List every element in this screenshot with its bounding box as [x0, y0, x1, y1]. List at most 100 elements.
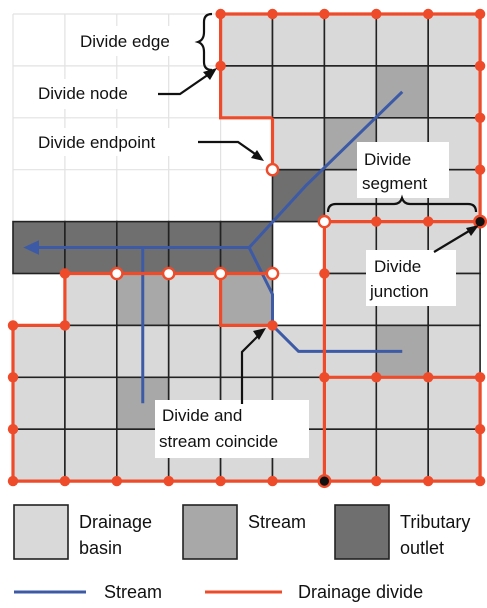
grid-cell — [12, 324, 66, 379]
coincide-arrow — [240, 331, 263, 404]
grid-cell — [64, 272, 118, 327]
divide-node — [371, 8, 382, 20]
legend: Drainage basin Stream Tributary outlet S… — [13, 504, 470, 602]
grid-cell — [271, 65, 326, 119]
divide-node — [371, 475, 382, 487]
grid-cell — [271, 117, 326, 171]
divide-node — [7, 475, 19, 487]
divide-node — [371, 216, 382, 227]
stream-arrowhead — [23, 240, 39, 255]
legend-basin-label-1: Drainage — [79, 512, 152, 532]
divide-node — [423, 372, 434, 383]
divide-junction — [317, 474, 332, 489]
legend-outlet-swatch — [334, 504, 390, 560]
grid-cell — [427, 65, 481, 119]
annotations: Divide edge Divide node Divide endpoint … — [34, 12, 479, 458]
grid-cell — [64, 324, 118, 379]
divide-node — [423, 8, 434, 20]
divide-segment-label-2: segment — [362, 174, 427, 193]
divide-node — [7, 424, 19, 435]
legend-outlet-label-1: Tributary — [400, 512, 470, 532]
divide-endpoint — [265, 266, 280, 281]
grid-cell — [12, 376, 66, 430]
divide-node — [267, 8, 278, 20]
divide-endpoint — [110, 266, 124, 281]
grid-cell — [323, 13, 378, 67]
grid-cell — [375, 376, 429, 430]
legend-basin-swatch — [13, 504, 69, 560]
divide-segment-brace — [326, 194, 478, 213]
drainage-divide-line — [219, 273, 273, 327]
divide-node — [474, 112, 486, 124]
grid-cell — [427, 376, 481, 430]
grid-cell — [64, 376, 118, 430]
grid-cell — [167, 272, 222, 327]
divide-node — [423, 216, 434, 227]
divide-node — [215, 475, 226, 487]
grid-cell — [375, 428, 429, 482]
divide-node — [474, 60, 486, 72]
grid-cell — [219, 13, 274, 67]
divide-node — [267, 475, 278, 487]
divide-node — [7, 320, 19, 331]
drainage-divide-line — [219, 12, 482, 224]
divide-node — [474, 424, 486, 435]
stream-line — [28, 90, 404, 250]
divide-endpoint — [213, 266, 228, 281]
divide-node — [474, 8, 486, 20]
grid-cell — [64, 428, 118, 482]
divide-node — [111, 475, 123, 487]
grid-cell — [167, 324, 222, 379]
divide-endpoint — [161, 266, 176, 281]
divide-node — [59, 320, 71, 331]
grid-cell — [219, 324, 274, 379]
grid-cell — [323, 428, 378, 482]
legend-stream-line-label: Stream — [104, 582, 162, 602]
grid-cell — [427, 428, 481, 482]
divide-node — [267, 320, 278, 331]
grid-cell — [427, 324, 481, 379]
divide-node — [423, 475, 434, 487]
grid-cell — [271, 13, 326, 67]
divide-node-label: Divide node — [38, 84, 128, 103]
divide-node — [371, 372, 382, 383]
grid-cell — [375, 13, 429, 67]
divide-endpoint — [317, 214, 332, 229]
legend-stream-cell-swatch — [182, 504, 238, 560]
divide-node — [474, 475, 486, 487]
divide-junction-label-2: junction — [369, 282, 429, 301]
legend-divide-line-label: Drainage divide — [298, 582, 423, 602]
legend-stream-cell-label: Stream — [248, 512, 306, 532]
divide-node — [215, 60, 226, 72]
legend-outlet-label-2: outlet — [400, 538, 444, 558]
divide-junction — [473, 214, 487, 229]
grid-cell — [427, 13, 481, 67]
divide-endpoint — [265, 162, 280, 177]
divide-node — [59, 268, 71, 279]
divide-endpoint-arrow — [198, 140, 259, 157]
legend-basin-label-2: basin — [79, 538, 122, 558]
divide-node-arrow — [158, 71, 213, 96]
grid-cell — [219, 65, 274, 119]
divide-edge-label: Divide edge — [80, 32, 170, 51]
divide-node — [163, 475, 174, 487]
divide-node — [474, 164, 486, 175]
divide-nodes — [7, 8, 487, 489]
divide-node — [474, 372, 486, 383]
grid-cell — [323, 376, 378, 430]
divide-junction-label-1: Divide — [374, 257, 421, 276]
divide-node — [7, 372, 19, 383]
divide-edge-brace — [194, 12, 213, 72]
divide-junction-arrow — [433, 227, 475, 253]
divide-node — [319, 8, 330, 20]
divide-node — [319, 372, 330, 383]
divide-node — [215, 8, 226, 20]
coincide-label-1: Divide and — [162, 406, 242, 425]
grid-cell — [323, 65, 378, 119]
divide-segment-label-1: Divide — [364, 150, 411, 169]
divide-endpoint-label: Divide endpoint — [38, 133, 155, 152]
coincide-label-2: stream coincide — [159, 432, 278, 451]
divide-node — [319, 268, 330, 279]
grid-cell — [12, 428, 66, 482]
